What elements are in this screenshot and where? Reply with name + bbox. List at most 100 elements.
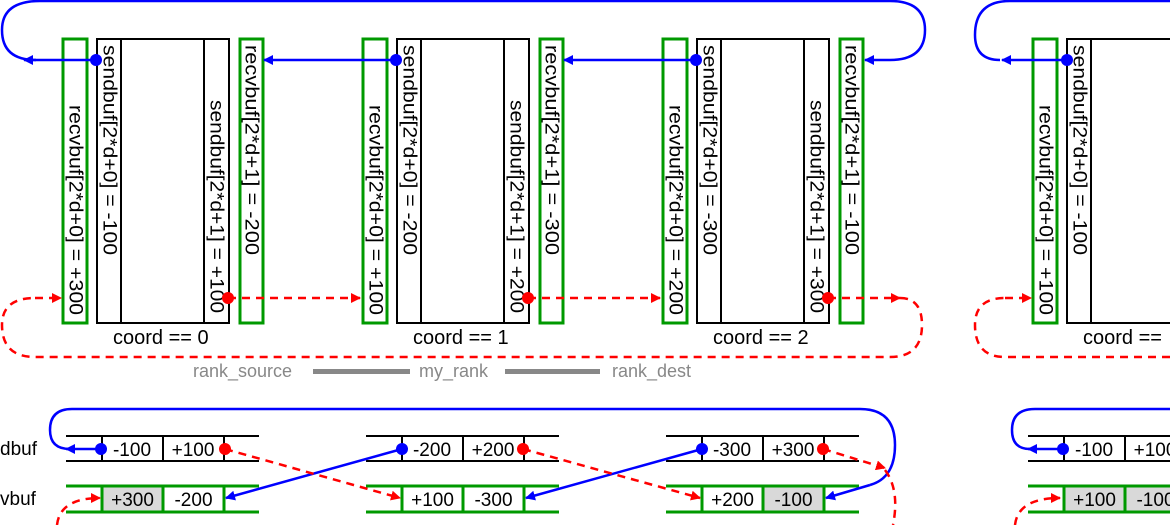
recv-arrow bbox=[1013, 493, 1061, 525]
send-wrap-line bbox=[0, 0, 927, 62]
rank-group-0: recvbuf[2*d+0] = +300 sendbuf[2*d+0] = -1… bbox=[61, 37, 265, 349]
recvbuf-cell bbox=[702, 487, 763, 511]
send-wrap-line bbox=[48, 407, 897, 487]
recvbuf-cell bbox=[102, 487, 163, 511]
sendbuf-cell-value: +300 bbox=[772, 440, 815, 461]
send-point-icon bbox=[95, 443, 107, 455]
recv-wrap-line bbox=[883, 469, 897, 525]
sendbuf-left-label: sendbuf[2*d+0] = -100 bbox=[1069, 45, 1090, 255]
legend-my-rank: my_rank bbox=[419, 361, 489, 382]
recv-point-icon bbox=[219, 443, 231, 455]
recvbuf-row-label: vbuf bbox=[0, 489, 37, 510]
sendbuf-row-label: dbuf bbox=[0, 439, 38, 460]
buffer-group-0: -100 +100 +300 -200 bbox=[66, 435, 259, 514]
recvbuf-cell bbox=[763, 487, 824, 511]
sendbuf-box bbox=[96, 38, 230, 324]
recvbuf-cell bbox=[1125, 487, 1170, 511]
recvbuf-left-label: recvbuf[2*d+0] = +100 bbox=[365, 105, 386, 315]
recvbuf-left-label: recvbuf[2*d+0] = +100 bbox=[1035, 105, 1056, 315]
sendbuf-cell-value: -200 bbox=[413, 440, 451, 461]
send-point-icon bbox=[90, 54, 102, 66]
send-wrap-line bbox=[973, 0, 1170, 62]
send-point-icon bbox=[396, 443, 408, 455]
rank-group-1: recvbuf[2*d+0] = +100 sendbuf[2*d+0] = -2… bbox=[361, 37, 565, 349]
recvbuf-cell bbox=[402, 487, 463, 511]
legend-rank-dest: rank_dest bbox=[612, 361, 691, 382]
recv-point-icon bbox=[822, 292, 834, 304]
send-point-icon bbox=[690, 54, 702, 66]
recvbuf-left-box bbox=[61, 37, 89, 325]
coord-label: coord == bbox=[1083, 327, 1162, 349]
sendbuf-right-label: sendbuf[2*d+1] = +100 bbox=[206, 100, 227, 313]
recv-point-icon bbox=[222, 292, 234, 304]
sendbuf-left-label: sendbuf[2*d+0] = -100 bbox=[99, 45, 120, 255]
send-point-icon bbox=[390, 54, 402, 66]
buffer-group-3: -100 +100 +100 -100 bbox=[1028, 435, 1170, 514]
sendbuf-cell-value: +100 bbox=[172, 440, 215, 461]
recvbuf-left-label: recvbuf[2*d+0] = +200 bbox=[665, 105, 686, 315]
recv-point-icon bbox=[517, 443, 529, 455]
bottom-diagram: dbuf vbuf -100 +100 +300 -200 -200 +200 +100 -300… bbox=[0, 435, 1170, 514]
sendbuf-left-label: sendbuf[2*d+0] = -300 bbox=[699, 45, 720, 255]
legend-rank-source: rank_source bbox=[193, 361, 292, 382]
recvbuf-left-box bbox=[361, 37, 389, 325]
recvbuf-cell-value: +100 bbox=[411, 490, 454, 511]
recv-wrap-line bbox=[0, 296, 924, 359]
recvbuf-cell-value: -100 bbox=[1136, 490, 1170, 511]
legend-bar bbox=[313, 369, 410, 374]
coord-label: coord == 1 bbox=[413, 327, 509, 349]
recv-point-icon bbox=[522, 292, 534, 304]
sendbuf-left-label: sendbuf[2*d+0] = -200 bbox=[399, 45, 420, 255]
sendbuf-right-label: sendbuf[2*d+1] = +200 bbox=[506, 100, 527, 313]
recvbuf-right-box bbox=[238, 37, 265, 325]
recvbuf-right-box bbox=[538, 37, 565, 325]
send-arrow bbox=[525, 447, 703, 501]
sendbuf-cell-value: -300 bbox=[713, 440, 751, 461]
sendbuf-box bbox=[696, 38, 830, 324]
recv-point-icon bbox=[817, 443, 829, 455]
sendbuf-box bbox=[1066, 38, 1170, 324]
send-arrow bbox=[225, 447, 403, 501]
buffer-group-2: -300 +300 +200 -100 bbox=[666, 435, 859, 514]
recvbuf-right-label: recvbuf[2*d+1] = -300 bbox=[541, 45, 562, 255]
sendbuf-right-label: sendbuf[2*d+1] = +300 bbox=[806, 100, 827, 313]
recvbuf-left-box bbox=[661, 37, 689, 325]
send-arrow bbox=[825, 483, 871, 501]
recv-arrow bbox=[522, 447, 701, 501]
send-point-icon bbox=[696, 443, 708, 455]
coord-label: coord == 2 bbox=[713, 327, 809, 349]
recv-wrap-line bbox=[973, 296, 1170, 359]
recvbuf-right-label: recvbuf[2*d+1] = -100 bbox=[841, 45, 862, 255]
sendbuf-box bbox=[396, 38, 530, 324]
send-point-icon bbox=[1057, 443, 1069, 455]
recv-arrow bbox=[224, 447, 401, 501]
legend: rank_source my_rank rank_dest bbox=[193, 361, 691, 382]
recvbuf-cell bbox=[1064, 487, 1125, 511]
sendbuf-cell-value: -100 bbox=[1075, 440, 1113, 461]
recvbuf-cell-value: +200 bbox=[711, 490, 754, 511]
sendbuf-cell-value: -100 bbox=[113, 440, 151, 461]
recvbuf-right-label: recvbuf[2*d+1] = -200 bbox=[241, 45, 262, 255]
recvbuf-cell bbox=[463, 487, 524, 511]
recvbuf-right-box bbox=[838, 37, 865, 325]
recvbuf-left-box bbox=[1031, 37, 1059, 325]
legend-bar bbox=[505, 369, 600, 374]
recvbuf-cell-value: -100 bbox=[774, 490, 812, 511]
top-diagram: recvbuf[2*d+0] = +300 sendbuf[2*d+0] = -1… bbox=[61, 37, 1170, 349]
sendbuf-cell-value: +100 bbox=[1134, 440, 1170, 461]
recv-arrow bbox=[822, 447, 886, 471]
recvbuf-cell-value: +300 bbox=[111, 490, 154, 511]
buffer-group-1: -200+200+100-300 bbox=[366, 435, 559, 514]
recvbuf-cell-value: -200 bbox=[174, 490, 212, 511]
rank-group-3: recvbuf[2*d+0] = +100 sendbuf[2*d+0] = -1… bbox=[1031, 37, 1170, 349]
sendbuf-cell-value: +200 bbox=[472, 440, 515, 461]
coord-label: coord == 0 bbox=[113, 327, 209, 349]
recv-arrow bbox=[55, 493, 101, 525]
recvbuf-left-label: recvbuf[2*d+0] = +300 bbox=[65, 105, 86, 315]
send-point-icon bbox=[1061, 54, 1073, 66]
send-wrap-line bbox=[1010, 407, 1170, 451]
recvbuf-cell-value: +100 bbox=[1073, 490, 1116, 511]
rank-group-2: recvbuf[2*d+0] = +200 sendbuf[2*d+0] = -3… bbox=[661, 37, 865, 349]
